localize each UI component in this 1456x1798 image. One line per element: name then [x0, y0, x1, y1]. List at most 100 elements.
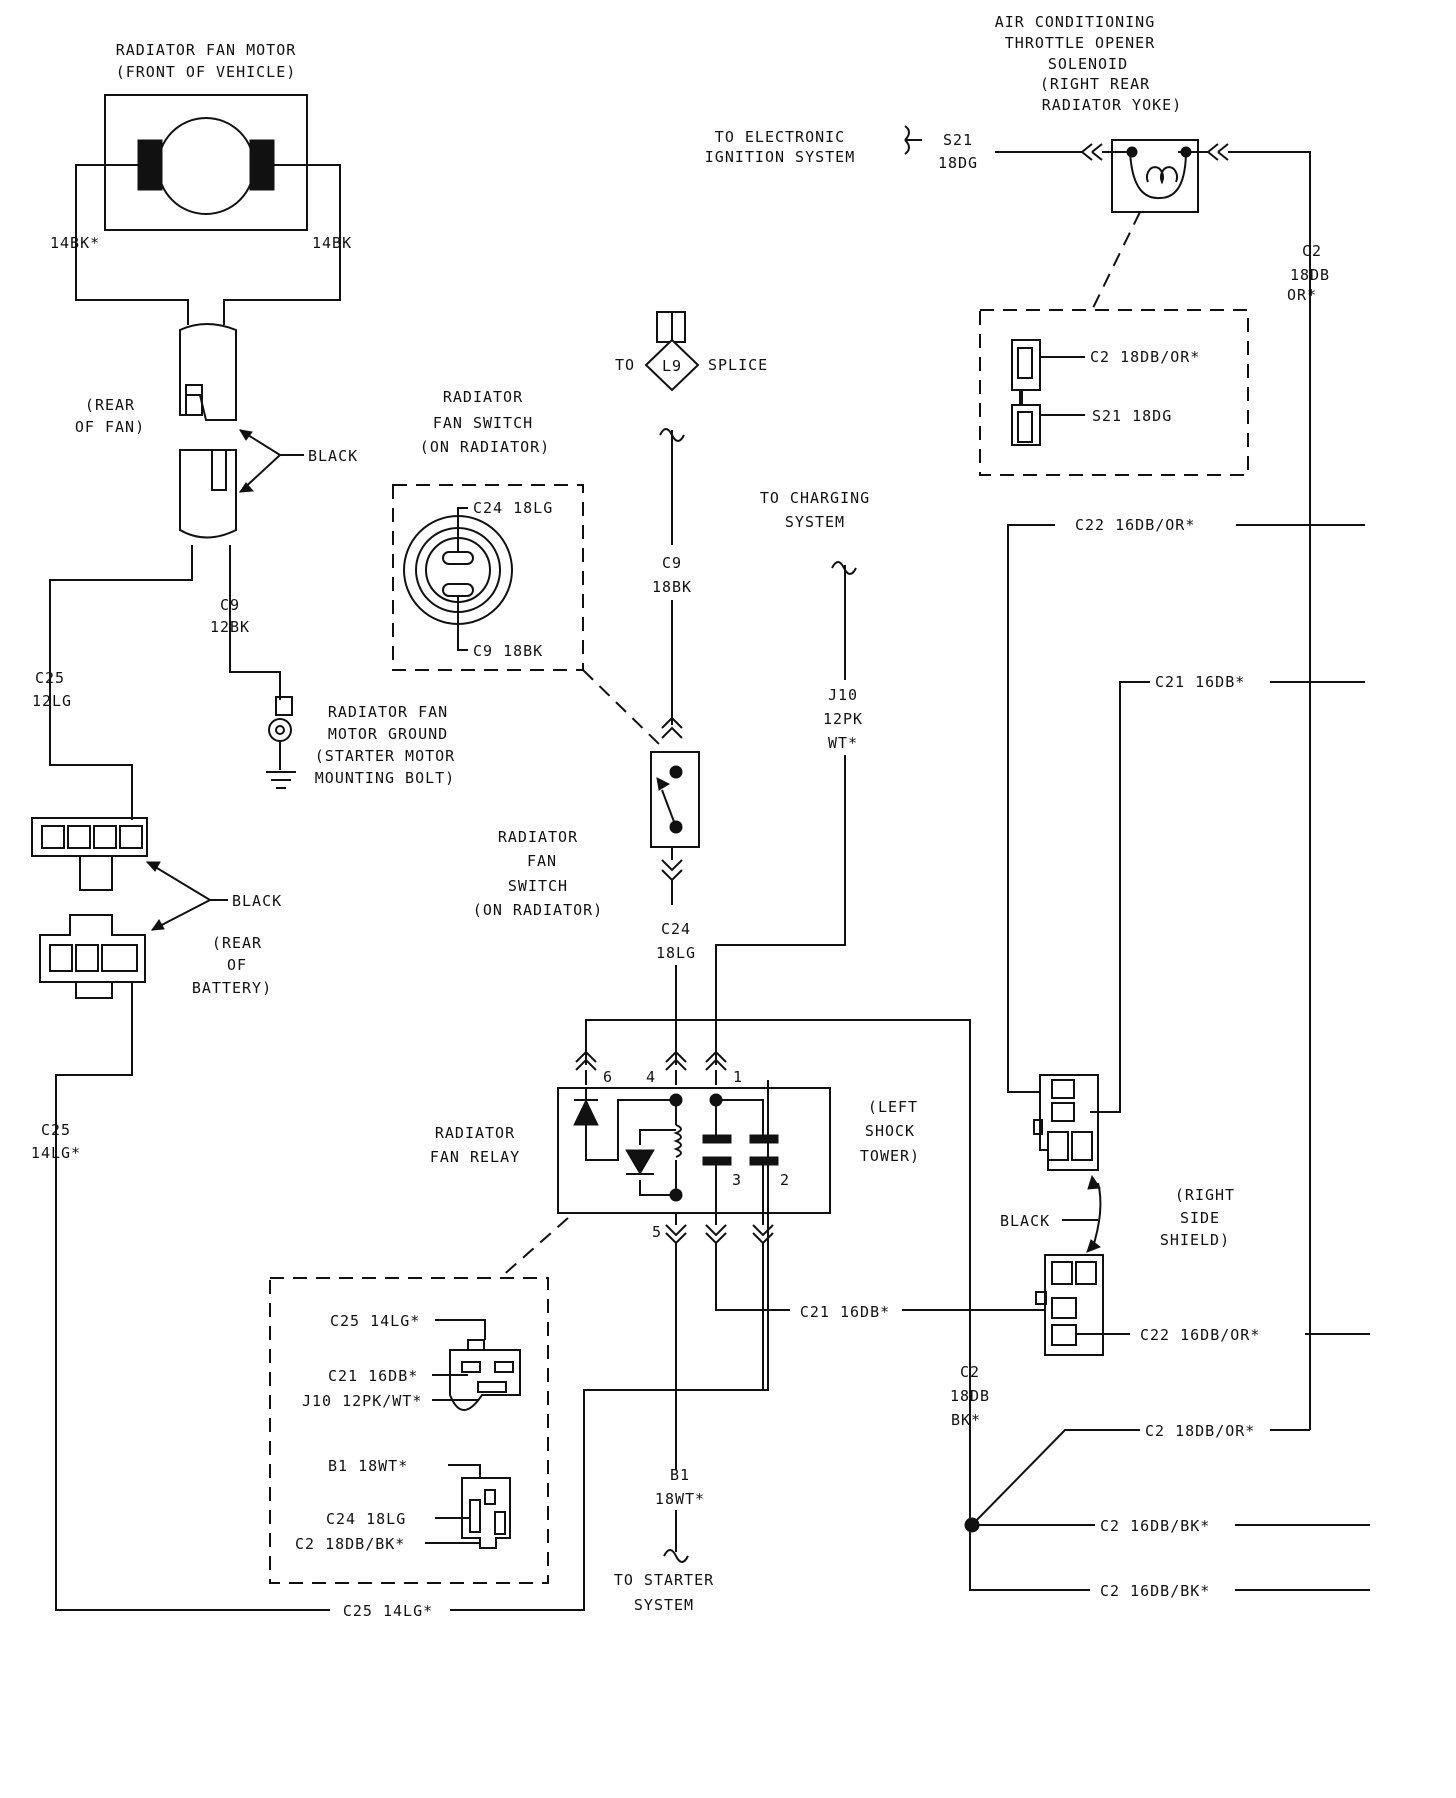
relay-pin: 2 — [780, 1171, 790, 1189]
wire-label: C2 18DB/OR* — [1090, 348, 1200, 366]
wire-label: C2 18DB/OR* — [1145, 1422, 1255, 1440]
wire-label: C9 18BK — [473, 642, 543, 660]
ground-label: MOUNTING BOLT) — [315, 769, 455, 787]
relay-terminals-bottom — [665, 1213, 774, 1245]
wire-label: 18DG — [938, 154, 978, 172]
wire-label: J10 12PK/WT* — [302, 1392, 422, 1410]
fan-switch-title: FAN SWITCH — [433, 414, 533, 432]
rear-of-fan-label: (REAR — [85, 396, 135, 414]
ac-solenoid-location: RADIATOR YOKE) — [1042, 96, 1182, 114]
to-ignition-label: TO ELECTRONIC — [715, 128, 845, 146]
wire-label: 18DB — [1290, 266, 1330, 284]
shield-label: (RIGHT — [1175, 1186, 1235, 1204]
fan-switch-label: FAN — [527, 852, 557, 870]
wire-label: 18DB — [950, 1387, 990, 1405]
splice-id: L9 — [662, 357, 682, 375]
wire-label: C22 16DB/OR* — [1075, 516, 1195, 534]
wire-label: B1 — [670, 1466, 690, 1484]
to-starter-label: SYSTEM — [634, 1596, 694, 1614]
wire-label: C22 16DB/OR* — [1140, 1326, 1260, 1344]
fan-switch-label: RADIATOR — [498, 828, 578, 846]
wire-label: C2 16DB/BK* — [1100, 1582, 1210, 1600]
relay-connector-detail — [269, 1277, 549, 1584]
wire-label: 18WT* — [655, 1490, 705, 1508]
rear-of-battery-label: OF — [227, 956, 247, 974]
fan-connector — [179, 323, 281, 539]
shield-label: SIDE — [1180, 1209, 1220, 1227]
wire-label: 14LG* — [31, 1144, 81, 1162]
fan-switch-body — [650, 716, 700, 905]
relay-pin: 3 — [732, 1171, 742, 1189]
shield-connector-lower — [1035, 1254, 1130, 1356]
wire-label: C2 16DB/BK* — [1100, 1517, 1210, 1535]
wire-label: C21 16DB* — [328, 1367, 418, 1385]
shield-connector-upper — [1033, 1074, 1099, 1171]
wire-label: C2 — [960, 1363, 980, 1381]
wire-label: C21 16DB* — [800, 1303, 890, 1321]
to-ignition-label: IGNITION SYSTEM — [705, 148, 855, 166]
ground-label: (STARTER MOTOR — [315, 747, 455, 765]
connector-color-label: BLACK — [232, 892, 282, 910]
ground-label: MOTOR GROUND — [328, 725, 448, 743]
wire-label: C25 — [35, 669, 65, 687]
wire-label: 18LG — [656, 944, 696, 962]
wire-label: C24 — [661, 920, 691, 938]
radiator-fan-motor — [75, 94, 341, 325]
fan-switch-label: (ON RADIATOR) — [473, 901, 603, 919]
to-charging-label: SYSTEM — [785, 513, 845, 531]
wire-label: B1 18WT* — [328, 1457, 408, 1475]
wire-label: C24 18LG — [473, 499, 553, 517]
relay-pin: 1 — [733, 1068, 743, 1086]
battery-connector-upper — [31, 817, 148, 891]
ac-solenoid-title: SOLENOID — [1048, 55, 1128, 73]
connector-color-label: BLACK — [308, 447, 358, 465]
wire-label: C2 — [1302, 242, 1322, 260]
wire-label: C25 14LG* — [343, 1602, 433, 1620]
wire-label: 12PK — [823, 710, 863, 728]
wire-label: C9 — [220, 596, 240, 614]
relay-terminals-top — [575, 1050, 727, 1085]
relay-title: RADIATOR — [435, 1124, 515, 1142]
wire-label: S21 18DG — [1092, 407, 1172, 425]
wire-label: BK* — [951, 1411, 981, 1429]
to-charging-label: TO CHARGING — [760, 489, 870, 507]
ac-solenoid-location: (RIGHT REAR — [1040, 75, 1150, 93]
wire-label: 12LG — [32, 692, 72, 710]
relay-location: (LEFT — [868, 1098, 918, 1116]
wire-label: OR* — [1287, 286, 1317, 304]
relay-pin: 4 — [646, 1068, 656, 1086]
wire-label: WT* — [828, 734, 858, 752]
ac-solenoid — [1081, 139, 1311, 1430]
fan-switch-title: (ON RADIATOR) — [420, 438, 550, 456]
to-starter-label: TO STARTER — [614, 1571, 714, 1589]
relay-location: TOWER) — [860, 1147, 920, 1165]
rear-of-fan-label: OF FAN) — [75, 418, 145, 436]
radiator-fan-relay — [557, 1087, 831, 1225]
wire-label: C9 — [662, 554, 682, 572]
rear-of-battery-label: BATTERY) — [192, 979, 272, 997]
splice-label: SPLICE — [708, 356, 768, 374]
ground-label: RADIATOR FAN — [328, 703, 448, 721]
fan-switch-label: SWITCH — [508, 877, 568, 895]
ground-symbol — [266, 696, 296, 789]
connector-color-label: BLACK — [1000, 1212, 1050, 1230]
splice-to-label: TO — [615, 356, 635, 374]
wire-label: C25 — [41, 1121, 71, 1139]
battery-connector-lower — [39, 914, 146, 999]
wire-label: S21 — [943, 131, 973, 149]
ac-solenoid-title: AIR CONDITIONING — [995, 13, 1156, 31]
wire-label: 12BK — [210, 618, 250, 636]
fan-motor-location: (FRONT OF VEHICLE) — [116, 63, 297, 81]
relay-pin: 5 — [652, 1223, 662, 1241]
fan-switch-title: RADIATOR — [443, 388, 523, 406]
wire-label: 14BK — [312, 234, 352, 252]
wire-label: 14BK* — [50, 234, 100, 252]
wire-label: C24 18LG — [326, 1510, 406, 1528]
fan-motor-title: RADIATOR FAN MOTOR — [116, 41, 297, 59]
wire-label: C25 14LG* — [330, 1312, 420, 1330]
wire-label: 18BK — [652, 578, 692, 596]
relay-title: FAN RELAY — [430, 1148, 520, 1166]
shield-label: SHIELD) — [1160, 1231, 1230, 1249]
fan-switch-connector — [392, 484, 661, 746]
